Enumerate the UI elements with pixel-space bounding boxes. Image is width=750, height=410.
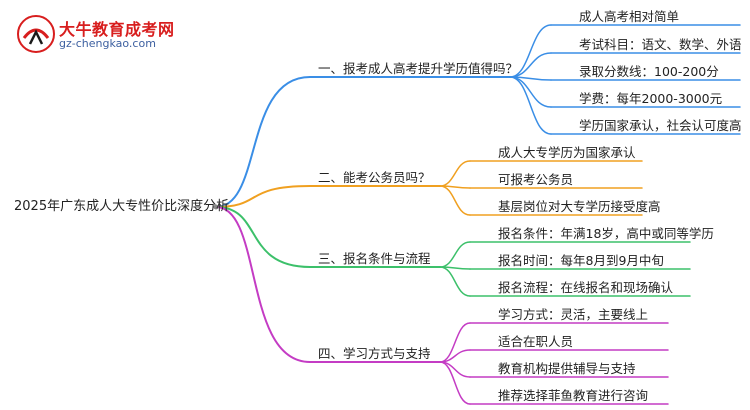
branch-2-leaf-3-connector	[439, 185, 471, 216]
branch-4-leaf-4: 推荐选择菲鱼教育进行咨询	[498, 388, 649, 403]
branch-4-leaf-1: 学习方式：灵活，主要线上	[498, 307, 649, 322]
branch-4-leaf-3: 教育机构提供辅导与支持	[498, 361, 636, 376]
branch-4-node: 四、学习方式与支持	[318, 346, 431, 361]
root-to-branch-3-connector	[215, 206, 311, 268]
logo-brand-name: 大牛教育成考网	[59, 20, 175, 39]
branch-3-leaf-1-connector	[439, 241, 471, 268]
branch-2-leaf-1: 成人大专学历为国家承认	[498, 145, 636, 160]
branch-3-leaf-3: 报名流程：在线报名和现场确认	[498, 280, 674, 295]
branch-1-node: 一、报考成人高考提升学历值得吗？	[318, 61, 519, 76]
branch-2-leaf-1-connector	[439, 160, 471, 187]
branch-1-leaf-2-connector	[509, 52, 552, 78]
branch-3-node: 三、报名条件与流程	[318, 251, 431, 266]
branch-1-leaf-5: 学历国家承认，社会认可度高	[579, 118, 742, 133]
root-to-branch-4-connector	[215, 206, 311, 363]
branch-1-leaf-4-connector	[509, 76, 552, 108]
root-node: 2025年广东成人大专性价比深度分析	[14, 199, 230, 214]
branch-4-leaf-2: 适合在职人员	[498, 334, 574, 349]
root-to-branch-2-connector	[215, 185, 311, 208]
branch-2-node: 二、能考公务员吗？	[318, 170, 431, 185]
root-anchor-dot	[213, 204, 219, 210]
logo-emblem-icon	[17, 15, 55, 53]
branch-1-leaf-5-connector	[509, 76, 552, 135]
site-logo[interactable]: 大牛教育成考网 gz-chengkao.com	[16, 14, 174, 54]
branch-1-leaf-1: 成人高考相对简单	[579, 9, 680, 24]
branch-3-leaf-1: 报名条件：年满18岁，高中或同等学历	[498, 226, 714, 241]
branch-3-leaf-2: 报名时间：每年8月到9月中旬	[498, 253, 664, 268]
branch-2-leaf-2: 可报考公务员	[498, 172, 574, 187]
logo-domain: gz-chengkao.com	[59, 37, 156, 50]
branch-2-leaf-3: 基层岗位对大专学历接受度高	[498, 199, 661, 214]
branch-4-leaf-4-connector	[439, 361, 471, 405]
root-to-branch-1-connector	[215, 76, 311, 208]
branch-3-leaf-3-connector	[439, 266, 471, 297]
branch-4-leaf-1-connector	[439, 322, 471, 363]
branch-1-leaf-3: 录取分数线：100-200分	[579, 64, 719, 79]
branch-1-leaf-2: 考试科目：语文、数学、外语	[579, 37, 742, 52]
branch-1-leaf-4: 学费：每年2000-3000元	[579, 91, 723, 106]
